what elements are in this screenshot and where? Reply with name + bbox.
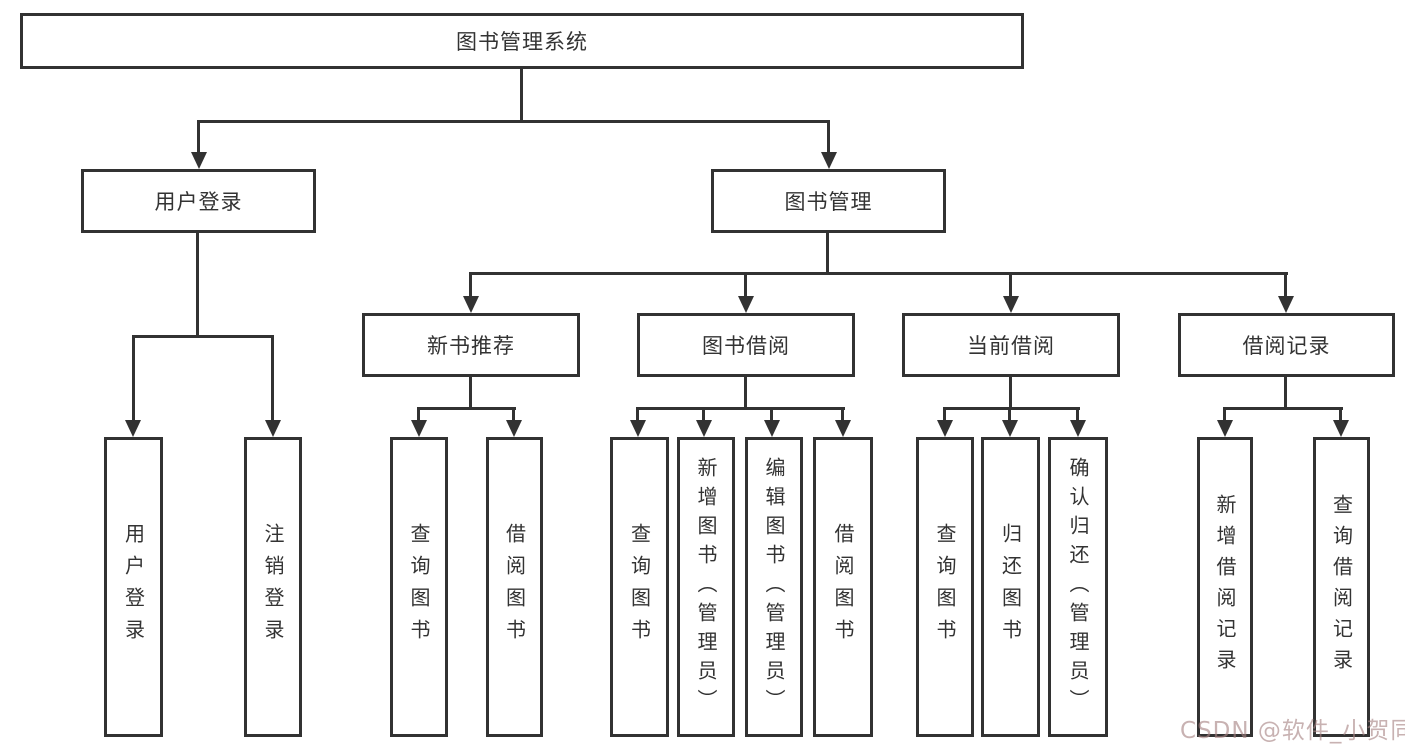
connector-stub-borrowing-add	[702, 407, 705, 422]
node-borrow-records-label: 借阅记录	[1242, 334, 1331, 358]
node-book-borrowing: 图书借阅	[637, 313, 855, 377]
leaf-borrowing-query-books: 查询图书	[610, 437, 669, 737]
connector-stub-recommend-query	[417, 407, 420, 422]
node-root: 图书管理系统	[20, 13, 1024, 69]
leaf-borrowing-add-books-admin: 新增图书（管理员）	[677, 437, 735, 737]
leaf-records-query-borrow-record-label: 查询借阅记录	[1329, 494, 1354, 680]
leaf-recommend-query-books: 查询图书	[390, 437, 448, 737]
leaf-records-query-borrow-record: 查询借阅记录	[1313, 437, 1370, 737]
leaf-records-add-borrow-record-label: 新增借阅记录	[1213, 494, 1237, 680]
arrow-to-borrow-records	[1278, 296, 1294, 313]
node-new-book-recommend-label: 新书推荐	[427, 334, 515, 358]
connector-borrowing-drop	[744, 377, 747, 407]
connector-borrowing-rail	[637, 407, 845, 410]
connector-stub-borrow-records	[1284, 272, 1287, 296]
leaf-recommend-query-books-label: 查询图书	[407, 523, 431, 651]
connector-book-mgmt-rail	[470, 272, 1288, 275]
leaf-current-return-books-label: 归还图书	[998, 523, 1023, 651]
arrow-to-borrowing-add	[696, 420, 712, 437]
connector-stub-current-return	[1008, 407, 1011, 422]
node-user-login-label: 用户登录	[154, 190, 243, 214]
leaf-user-login-label: 用户登录	[121, 523, 146, 651]
node-book-management-label: 图书管理	[784, 190, 873, 214]
connector-records-rail	[1224, 407, 1343, 410]
connector-recommend-rail	[418, 407, 516, 410]
arrow-to-leaf-logout	[265, 420, 281, 437]
arrow-to-recommend-query	[411, 420, 427, 437]
arrow-to-current-confirm	[1070, 420, 1086, 437]
connector-user-login-drop	[196, 232, 199, 335]
node-book-management: 图书管理	[711, 169, 946, 233]
node-current-borrowing: 当前借阅	[902, 313, 1120, 377]
leaf-logout-label: 注销登录	[261, 523, 285, 651]
connector-user-login-rail	[132, 335, 274, 338]
leaf-current-query-books-label: 查询图书	[933, 523, 957, 651]
leaf-borrowing-edit-books-admin-label: 编辑图书（管理员）	[762, 456, 786, 718]
arrow-to-records-query	[1333, 420, 1349, 437]
node-user-login: 用户登录	[81, 169, 316, 233]
connector-stub-leaf-user-login	[132, 335, 135, 422]
connector-stub-records-query	[1339, 407, 1342, 422]
arrow-to-user-login	[191, 152, 207, 169]
node-current-borrowing-label: 当前借阅	[967, 334, 1055, 358]
arrow-to-borrowing-edit	[764, 420, 780, 437]
leaf-current-confirm-return-admin-label: 确认归还（管理员）	[1066, 456, 1090, 718]
connector-recommend-drop	[469, 377, 472, 407]
connector-root-stub-book-mgmt	[827, 120, 830, 154]
arrow-to-records-add	[1217, 420, 1233, 437]
arrow-to-new-book-recommend	[463, 296, 479, 313]
leaf-borrowing-add-books-admin-label: 新增图书（管理员）	[694, 456, 718, 718]
connector-stub-records-add	[1223, 407, 1226, 422]
leaf-recommend-borrow-books: 借阅图书	[486, 437, 543, 737]
leaf-records-add-borrow-record: 新增借阅记录	[1197, 437, 1253, 737]
leaf-recommend-borrow-books-label: 借阅图书	[502, 523, 527, 651]
connector-stub-current-query	[943, 407, 946, 422]
connector-root-drop	[520, 69, 523, 120]
csdn-watermark: CSDN @软件_小贺同学	[1180, 718, 1405, 744]
node-borrow-records: 借阅记录	[1178, 313, 1395, 377]
connector-stub-recommend-borrow	[512, 407, 515, 422]
connector-root-rail	[198, 120, 830, 123]
leaf-user-login: 用户登录	[104, 437, 163, 737]
leaf-borrowing-edit-books-admin: 编辑图书（管理员）	[745, 437, 803, 737]
node-book-borrowing-label: 图书借阅	[702, 334, 790, 358]
arrow-to-leaf-user-login	[125, 420, 141, 437]
node-root-label: 图书管理系统	[456, 30, 588, 54]
connector-stub-current-borrowing	[1009, 272, 1012, 296]
leaf-logout: 注销登录	[244, 437, 302, 737]
node-new-book-recommend: 新书推荐	[362, 313, 580, 377]
arrow-to-current-borrowing	[1003, 296, 1019, 313]
connector-stub-leaf-logout	[271, 335, 274, 422]
connector-book-mgmt-drop	[826, 233, 829, 272]
connector-records-drop	[1284, 377, 1287, 407]
connector-root-stub-user-login	[197, 120, 200, 154]
connector-stub-current-confirm	[1076, 407, 1079, 422]
leaf-borrowing-borrow-books-label: 借阅图书	[831, 523, 855, 651]
arrow-to-book-borrowing	[738, 296, 754, 313]
arrow-to-borrowing-query	[630, 420, 646, 437]
arrow-to-book-management	[821, 152, 837, 169]
leaf-current-query-books: 查询图书	[916, 437, 974, 737]
connector-current-drop	[1009, 377, 1012, 407]
connector-stub-borrowing-edit	[770, 407, 773, 422]
leaf-current-return-books: 归还图书	[981, 437, 1040, 737]
arrow-to-borrowing-borrow	[835, 420, 851, 437]
connector-stub-book-borrowing	[744, 272, 747, 296]
leaf-borrowing-borrow-books: 借阅图书	[813, 437, 873, 737]
connector-stub-borrowing-borrow	[841, 407, 844, 422]
arrow-to-current-return	[1002, 420, 1018, 437]
leaf-current-confirm-return-admin: 确认归还（管理员）	[1048, 437, 1108, 737]
connector-stub-borrowing-query	[636, 407, 639, 422]
arrow-to-current-query	[937, 420, 953, 437]
connector-stub-new-book-recommend	[469, 272, 472, 296]
connector-current-rail	[944, 407, 1080, 410]
leaf-borrowing-query-books-label: 查询图书	[627, 523, 652, 651]
arrow-to-recommend-borrow	[506, 420, 522, 437]
